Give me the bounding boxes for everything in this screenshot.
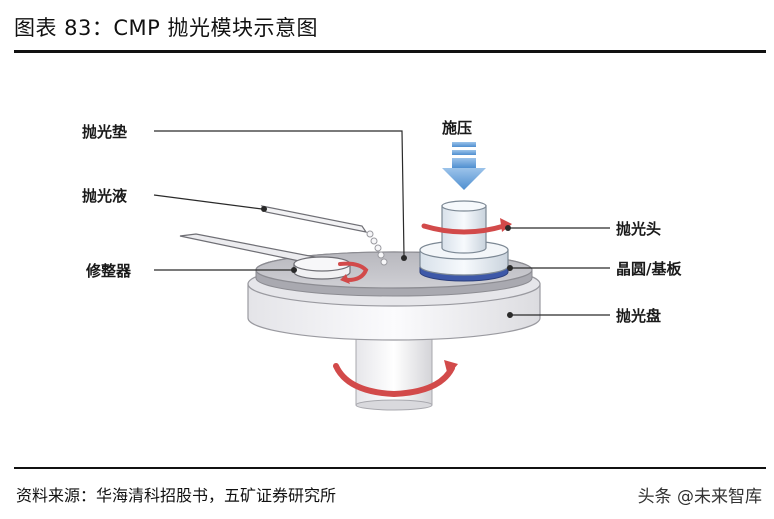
label-slurry: 抛光液 (82, 187, 128, 205)
source-note: 资料来源：华海清科招股书，五矿证券研究所 (16, 486, 337, 505)
platen-rotation-arrow-icon (333, 360, 458, 398)
page-title: 图表 83：CMP 抛光模块示意图 (14, 16, 319, 40)
label-pressure: 施压 (442, 119, 472, 137)
conditioner (179, 233, 351, 280)
label-platen: 抛光盘 (616, 307, 661, 325)
head-rotation-arrow-icon (421, 218, 512, 235)
pressure-arrow-icon (442, 142, 486, 190)
watermark: 头条 @未来智库 (637, 487, 762, 507)
slurry-nozzle (260, 205, 368, 233)
label-wafer: 晶圆/基板 (616, 260, 682, 278)
title-divider (14, 50, 766, 53)
label-polish-pad: 抛光垫 (82, 123, 127, 141)
conditioner-rotation-arrow-icon (338, 261, 369, 284)
polish-head (419, 200, 509, 276)
leader-lines (153, 130, 610, 316)
footer-divider (14, 467, 766, 469)
label-polish-head: 抛光头 (616, 220, 661, 238)
leader-dots (261, 206, 513, 318)
label-conditioner: 修整器 (85, 262, 132, 280)
slurry-droplets (366, 230, 388, 266)
